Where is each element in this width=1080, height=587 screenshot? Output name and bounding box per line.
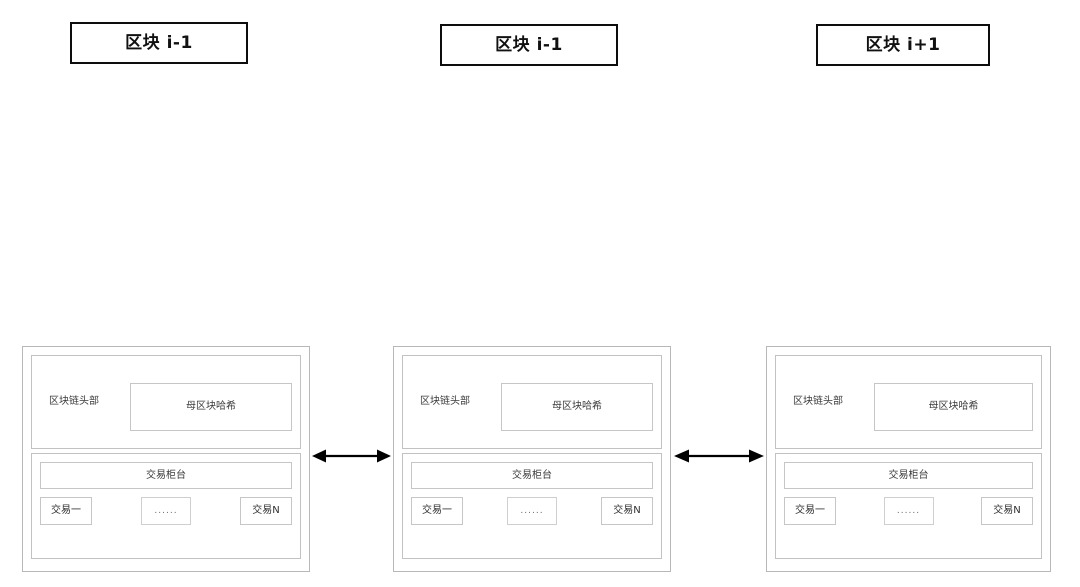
transaction-box-first: 交易一 <box>784 497 836 525</box>
transaction-label: ...... <box>154 505 178 516</box>
transaction-label: 交易一 <box>422 505 452 516</box>
transaction-box-last: 交易N <box>601 497 653 525</box>
transaction-box-ellipsis: ...... <box>141 497 191 525</box>
transaction-box-last: 交易N <box>240 497 292 525</box>
transaction-box-ellipsis: ...... <box>883 497 934 525</box>
parent-block-hash-label: 母区块哈希 <box>186 401 236 412</box>
transaction-label: 交易N <box>993 505 1021 516</box>
transaction-counter-label: 交易柜台 <box>512 469 552 481</box>
transaction-box-ellipsis: ...... <box>507 497 557 525</box>
transaction-box-first: 交易一 <box>411 497 463 525</box>
transaction-label: ...... <box>896 505 921 516</box>
block-title-box-0: 区块 i-1 <box>70 22 248 64</box>
block-title-label: 区块 i+1 <box>865 34 941 55</box>
transaction-counter-label: 交易柜台 <box>888 469 929 481</box>
block-title-label: 区块 i-1 <box>495 34 563 55</box>
transaction-label: ...... <box>520 505 544 516</box>
transaction-label: 交易一 <box>795 505 825 516</box>
block-body-section: 交易柜台 交易一 ...... 交易N <box>31 453 301 559</box>
block-title-box-2: 区块 i+1 <box>816 24 990 66</box>
block-connector-0 <box>312 446 391 466</box>
transaction-label: 交易一 <box>51 505 81 516</box>
transaction-label: 交易N <box>613 505 641 516</box>
block-header-section: 区块链头部 母区块哈希 <box>775 355 1042 449</box>
block-body-section: 交易柜台 交易一 ...... 交易N <box>402 453 662 559</box>
transaction-counter-box: 交易柜台 <box>784 462 1033 489</box>
transaction-row: 交易一 ...... 交易N <box>40 497 292 525</box>
transaction-row: 交易一 ...... 交易N <box>411 497 653 525</box>
block-diagram-1: 区块链头部 母区块哈希 交易柜台 交易一 ...... 交易N <box>393 346 671 572</box>
transaction-box-first: 交易一 <box>40 497 92 525</box>
parent-block-hash-box: 母区块哈希 <box>874 383 1033 431</box>
transaction-counter-label: 交易柜台 <box>146 469 186 481</box>
block-header-label: 区块链头部 <box>420 396 470 407</box>
block-header-label: 区块链头部 <box>793 396 843 407</box>
transaction-row: 交易一 ...... 交易N <box>784 497 1033 525</box>
parent-block-hash-box: 母区块哈希 <box>130 383 292 431</box>
transaction-box-last: 交易N <box>981 497 1033 525</box>
parent-block-hash-label: 母区块哈希 <box>552 401 602 412</box>
block-header-section: 区块链头部 母区块哈希 <box>402 355 662 449</box>
block-header-section: 区块链头部 母区块哈希 <box>31 355 301 449</box>
block-connector-1 <box>674 446 764 466</box>
block-body-section: 交易柜台 交易一 ...... 交易N <box>775 453 1042 559</box>
block-diagram-0: 区块链头部 母区块哈希 交易柜台 交易一 ...... 交易N <box>22 346 310 572</box>
block-title-box-1: 区块 i-1 <box>440 24 618 66</box>
block-diagram-2: 区块链头部 母区块哈希 交易柜台 交易一 ...... 交易N <box>766 346 1051 572</box>
block-header-label: 区块链头部 <box>49 396 99 407</box>
double-arrow-horizontal-icon <box>674 449 764 463</box>
parent-block-hash-label: 母区块哈希 <box>928 401 979 412</box>
double-arrow-horizontal-icon <box>312 449 391 463</box>
transaction-counter-box: 交易柜台 <box>411 462 653 489</box>
transaction-label: 交易N <box>252 505 280 516</box>
block-title-label: 区块 i-1 <box>125 32 193 53</box>
transaction-counter-box: 交易柜台 <box>40 462 292 489</box>
parent-block-hash-box: 母区块哈希 <box>501 383 653 431</box>
